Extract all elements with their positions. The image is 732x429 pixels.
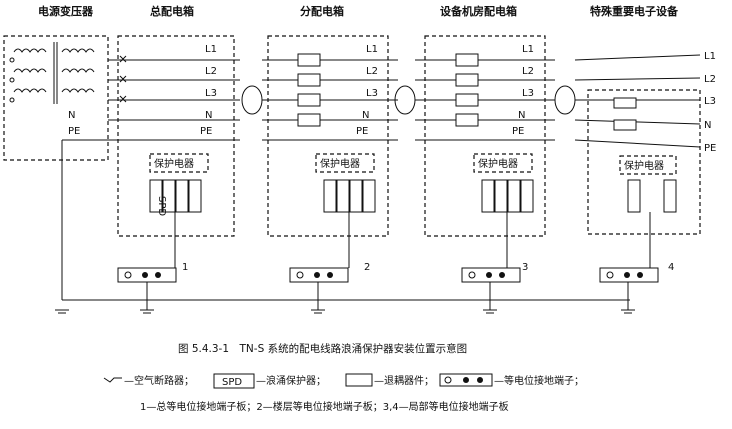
transformer-coils [9,42,95,104]
legend-spd: —浪涌保护器； [256,374,326,387]
sub-pe-label: PE [356,126,368,137]
sub-protector-box [315,153,375,173]
out-l2-label: L2 [704,74,716,85]
equipment-room-box [424,35,546,237]
main-spd-label: SPD [156,196,167,216]
main-l1-label: L1 [205,44,217,55]
equip-spd-group [481,179,534,268]
legend-decoupler-box [345,373,373,387]
out-n-label: N [704,120,711,131]
legend: —空气断路器； SPD —浪涌保护器； —退耦器件； —等电位接地端子； 1—总… [103,373,584,413]
terminal-boards [117,267,659,283]
equip-busbars [415,53,555,141]
special-equipment-box [587,89,701,235]
legend-spd-box [213,373,255,389]
sub-l3-label: L3 [366,88,378,99]
sub-l1-label: L1 [366,44,378,55]
cable-bundle-1 [241,85,263,115]
main-l3-label: L3 [205,88,217,99]
out-l3-label: L3 [704,96,716,107]
equip-protector-label: 保护电器 [478,157,518,170]
sub-protector-label: 保护电器 [320,157,360,170]
sub-n-label: N [362,110,369,121]
equip-l3-label: L3 [522,88,534,99]
terminal-number-3: 3 [522,262,528,273]
header-special-equipment: 特殊重要电子设备 [590,4,679,18]
terminal-number-1: 1 [182,262,188,273]
transformer-n-label: N [68,110,75,121]
out-pe-label: PE [704,143,716,154]
main-distribution-box [117,35,235,237]
terminal-number-4: 4 [668,262,674,273]
special-protector-label: 保护电器 [624,159,664,172]
figure-caption: 图 5.4.3-1 TN-S 系统的配电线路浪涌保护器安装位置示意图 [178,342,467,355]
main-n-label: N [205,110,212,121]
legend-decoupler: —退耦器件； [374,375,434,387]
legend-spd-symbol: SPD [222,377,242,388]
main-protector-label: 保护电器 [154,157,194,170]
sub-l2-label: L2 [366,66,378,77]
sub-busbars [262,53,398,141]
sub-distribution-box [267,35,389,237]
header-transformer: 电源变压器 [38,4,94,18]
main-pe-label: PE [200,126,212,137]
main-spd-group [149,179,202,268]
equip-protector-box [473,153,533,173]
equip-l2-label: L2 [522,66,534,77]
output-lines [574,54,701,148]
equip-l1-label: L1 [522,44,534,55]
legend-notes: 1—总等电位接地端子板；2—楼层等电位接地端子板；3,4—局部等电位接地端子板 [140,400,509,413]
terminal-number-2: 2 [364,262,370,273]
legend-terminal: —等电位接地端子； [494,374,584,387]
cable-bundle-3 [554,85,576,115]
main-protector-box [149,153,209,173]
header-equip-box: 设备机房配电箱 [440,4,517,18]
special-protector-box [619,155,677,175]
transformer-box [3,35,109,161]
equip-n-label: N [518,110,525,121]
header-main-box: 总配电箱 [150,4,194,18]
transformer-pe-label: PE [68,126,80,137]
out-l1-label: L1 [704,51,716,62]
special-spd-group [627,179,677,268]
legend-breaker: —空气断路器； [124,374,194,387]
sub-spd-group [323,179,376,268]
equip-pe-label: PE [512,126,524,137]
main-busbars [108,55,240,141]
main-l2-label: L2 [205,66,217,77]
ground-bus [55,282,635,314]
header-sub-box: 分配电箱 [300,4,344,18]
